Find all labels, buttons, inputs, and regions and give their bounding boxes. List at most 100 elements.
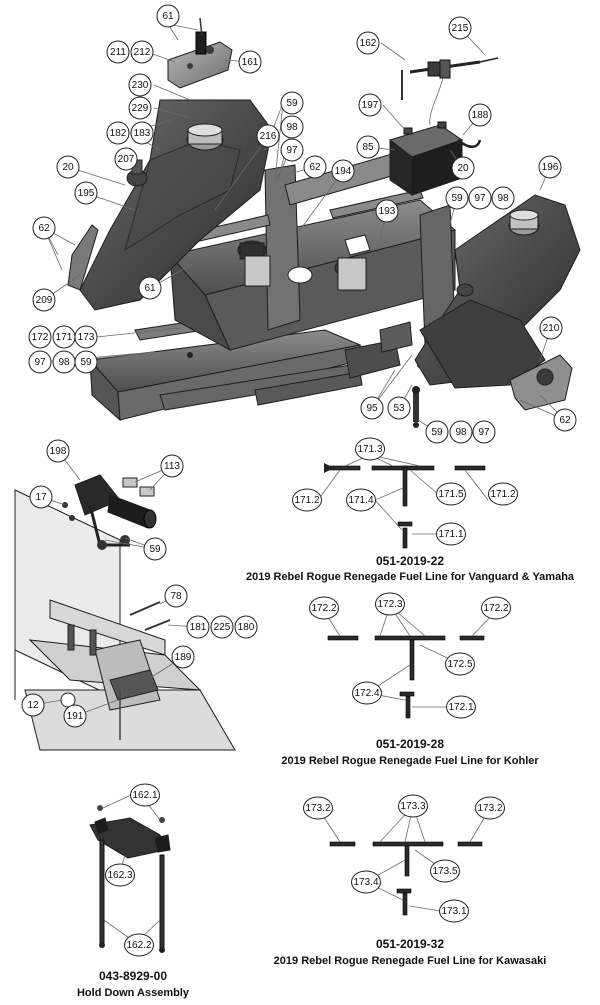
caption-hold-pn: 043-8929-00	[99, 969, 167, 983]
right-fuel-tank	[414, 194, 581, 389]
kit3-drawing	[317, 805, 491, 916]
callout-173-1: 173.1	[439, 899, 469, 923]
callout-label: 59	[431, 427, 443, 438]
caption-kit2-pn: 051-2019-28	[376, 737, 444, 751]
callout-230: 230	[128, 73, 152, 97]
callout-171-2: 171.2	[292, 488, 322, 512]
callout-label: 59	[80, 357, 92, 368]
callout-172-2: 172.2	[481, 596, 511, 620]
callout-229: 229	[128, 96, 152, 120]
callout-162-2: 162.2	[124, 933, 154, 957]
callout-85: 85	[356, 135, 380, 159]
callout-label: 229	[132, 103, 149, 114]
battery-cable-and-fuse	[401, 57, 499, 100]
callout-label: 62	[38, 223, 50, 234]
callout-label: 162.1	[132, 790, 157, 801]
callout-209: 209	[32, 288, 56, 312]
callout-label: 17	[35, 492, 47, 503]
callout-173-3: 173.3	[398, 794, 428, 818]
callout-162-1: 162.1	[130, 783, 160, 807]
caption-hold-title: Hold Down Assembly	[77, 987, 190, 999]
callout-188: 188	[468, 103, 492, 127]
callout-173-4: 173.4	[351, 870, 381, 894]
callout-193: 193	[375, 199, 399, 223]
callout-label: 97	[34, 357, 46, 368]
callout-95: 95	[360, 396, 384, 420]
callout-label: 225	[214, 622, 231, 633]
callout-172: 172	[28, 325, 52, 349]
callout-label: 198	[50, 446, 67, 457]
callout-171-1: 171.1	[436, 522, 466, 546]
callout-label: 172.5	[447, 659, 472, 670]
callout-198: 198	[46, 439, 70, 463]
callout-label: 97	[478, 427, 490, 438]
callout-197: 197	[358, 93, 382, 117]
callout-label: 194	[335, 166, 352, 177]
callout-12: 12	[21, 693, 45, 717]
callout-label: 98	[286, 122, 298, 133]
callout-label: 53	[393, 403, 405, 414]
callout-label: 210	[543, 323, 560, 334]
callout-196: 196	[538, 155, 562, 179]
callout-173-2: 173.2	[475, 796, 505, 820]
callout-label: 207	[118, 154, 135, 165]
callout-label: 98	[455, 427, 467, 438]
callout-195: 195	[74, 181, 98, 205]
callout-189: 189	[171, 645, 195, 669]
callout-label: 173.4	[353, 877, 378, 888]
callout-label: 172	[32, 332, 49, 343]
callout-label: 173.1	[441, 906, 466, 917]
callout-97: 97	[280, 138, 304, 162]
callout-label: 197	[362, 100, 379, 111]
callout-171-5: 171.5	[436, 482, 466, 506]
callout-label: 62	[309, 162, 321, 173]
callout-label: 59	[286, 98, 298, 109]
callout-225: 225	[210, 615, 234, 639]
callout-label: 97	[474, 193, 486, 204]
callout-label: 191	[67, 711, 84, 722]
callout-label: 12	[27, 700, 39, 711]
callout-label: 59	[149, 544, 161, 555]
callout-label: 173.2	[477, 803, 502, 814]
callout-label: 98	[58, 357, 70, 368]
callout-171-2: 171.2	[488, 482, 518, 506]
callout-62: 62	[303, 155, 327, 179]
callout-211: 211	[106, 40, 130, 64]
callout-label: 196	[542, 162, 559, 173]
callout-label: 193	[379, 206, 396, 217]
callout-label: 172.4	[354, 688, 379, 699]
callout-label: 173.3	[400, 801, 425, 812]
callout-161: 161	[238, 50, 262, 74]
callout-172-3: 172.3	[375, 592, 405, 616]
callout-180: 180	[234, 615, 258, 639]
callout-172-1: 172.1	[446, 695, 476, 719]
callout-label: 62	[559, 415, 571, 426]
callout-173-5: 173.5	[430, 859, 460, 883]
callout-20: 20	[451, 156, 475, 180]
callout-label: 162	[360, 38, 377, 49]
callout-171: 171	[52, 325, 76, 349]
callout-label: 97	[286, 145, 298, 156]
callout-label: 215	[452, 23, 469, 34]
callout-label: 209	[36, 295, 53, 306]
callout-172-4: 172.4	[352, 681, 382, 705]
callout-label: 162.2	[126, 940, 151, 951]
callout-label: 171.2	[490, 489, 515, 500]
callout-172-2: 172.2	[309, 596, 339, 620]
callout-171-3: 171.3	[355, 437, 385, 461]
left-fuel-tank	[79, 99, 273, 311]
callout-label: 161	[242, 57, 259, 68]
caption-kit3-title: 2019 Rebel Rogue Renegade Fuel Line for …	[274, 955, 547, 967]
callout-label: 216	[260, 131, 277, 142]
callout-97: 97	[472, 420, 496, 444]
callout-label: 171.2	[294, 495, 319, 506]
callout-59: 59	[143, 537, 167, 561]
callout-label: 189	[175, 652, 192, 663]
callout-113: 113	[160, 454, 184, 478]
callout-label: 172.3	[377, 599, 402, 610]
callout-98: 98	[280, 115, 304, 139]
callout-label: 61	[144, 283, 156, 294]
